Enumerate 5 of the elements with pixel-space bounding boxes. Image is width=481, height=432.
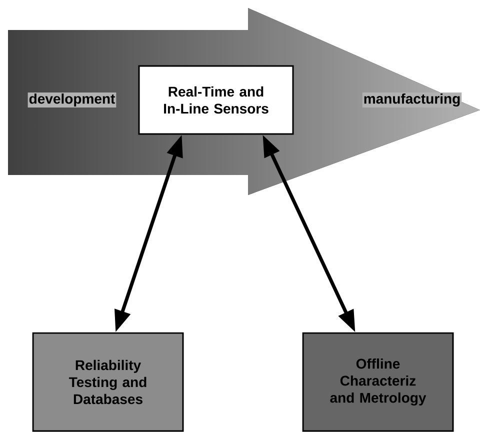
process-box: Offline Characteriz and Metrology xyxy=(302,332,454,432)
sensor-box: Real-Time and In-Line Sensors xyxy=(138,65,294,135)
band-label: manufacturing xyxy=(362,92,462,108)
process-box: Reliability Testing and Databases xyxy=(32,332,184,432)
band-label: development xyxy=(28,92,116,108)
